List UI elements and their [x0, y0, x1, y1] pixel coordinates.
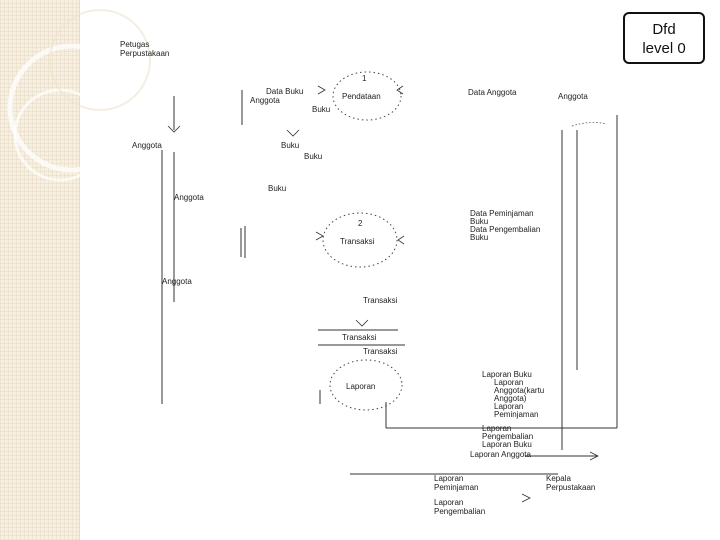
arrow-head	[315, 231, 324, 241]
process-1-name: Pendataan	[342, 92, 381, 101]
flow-laporan-peminjaman-1: Laporan	[494, 402, 524, 411]
label-anggota-right: Anggota	[558, 92, 588, 101]
process-1-number: 1	[362, 74, 367, 83]
label-store-transaksi: Transaksi	[342, 333, 377, 342]
label-buku-mid: Buku	[268, 184, 287, 193]
flow-data-peminjaman-1: Data Peminjaman	[470, 209, 534, 218]
entity-petugas-line1: Petugas	[120, 40, 150, 49]
flow-transaksi-2: Transaksi	[363, 347, 398, 356]
process-1-shape	[332, 71, 402, 121]
process-2-shape	[322, 212, 398, 268]
flow-laporan-pengembalian-2: Pengembalian	[482, 432, 534, 441]
entity-kepala-line1: Kepala	[546, 474, 571, 483]
title-box: Dfd level 0	[623, 12, 705, 64]
title-line-1: Dfd	[652, 21, 676, 38]
label-buku-store: Buku	[281, 141, 300, 150]
flow-anggota: Anggota	[250, 96, 280, 105]
arrow-head	[167, 125, 181, 133]
flow-data-buku: Data Buku	[266, 87, 304, 96]
flow-transaksi-1: Transaksi	[363, 296, 398, 305]
flow-laporan-anggota-1: Laporan	[494, 378, 524, 387]
arrow-tail	[571, 122, 607, 127]
flow-laporan-buku-2: Laporan Buku	[482, 440, 532, 449]
entity-kepala-line2: Perpustakaan	[546, 483, 596, 492]
flow-data-pengembalian-1: Data Pengembalian	[470, 225, 541, 234]
flow-laporan-peminjaman-k1: Laporan	[434, 474, 464, 483]
label-anggota-left: Anggota	[132, 141, 162, 150]
flow-laporan-buku: Laporan Buku	[482, 370, 532, 379]
process-3-shape	[329, 359, 403, 411]
title-line-2: level 0	[642, 40, 686, 57]
process-2-name: Transaksi	[340, 237, 375, 246]
decorative-ring	[7, 43, 137, 173]
label-buku-flow: Buku	[304, 152, 323, 161]
flow-data-anggota: Data Anggota	[468, 88, 517, 97]
flow-laporan-pengembalian-1: Laporan	[482, 424, 512, 433]
flow-laporan-pengembalian-k1: Laporan	[434, 498, 464, 507]
arrow-head	[397, 235, 405, 245]
label-anggota-lower: Anggota	[162, 277, 192, 286]
label-buku-p1: Buku	[312, 105, 331, 114]
flow-laporan-pengembalian-k2: Pengembalian	[434, 507, 486, 516]
arrow-head	[396, 85, 404, 95]
process-2-number: 2	[358, 219, 363, 228]
arrow-head	[286, 129, 300, 137]
flow-laporan-anggota-2: Laporan Anggota	[470, 450, 531, 459]
decorative-ring	[49, 9, 151, 111]
flow-laporan-anggota-2: Anggota(kartu	[494, 386, 545, 395]
entity-petugas-line2: Perpustakaan	[120, 49, 170, 58]
flow-data-pengembalian-2: Buku	[470, 233, 489, 242]
flow-laporan-anggota-3: Anggota)	[494, 394, 527, 403]
flow-data-peminjaman-2: Buku	[470, 217, 489, 226]
arrow-head	[521, 493, 531, 503]
flow-laporan-peminjaman-k2: Peminjaman	[434, 483, 479, 492]
process-3-name: Laporan	[346, 382, 376, 391]
side-panel-edge	[79, 0, 80, 540]
arrow-head	[355, 319, 369, 327]
label-anggota-mid: Anggota	[174, 193, 204, 202]
arrow-head	[317, 85, 326, 95]
flow-laporan-peminjaman-2: Peminjaman	[494, 410, 539, 419]
